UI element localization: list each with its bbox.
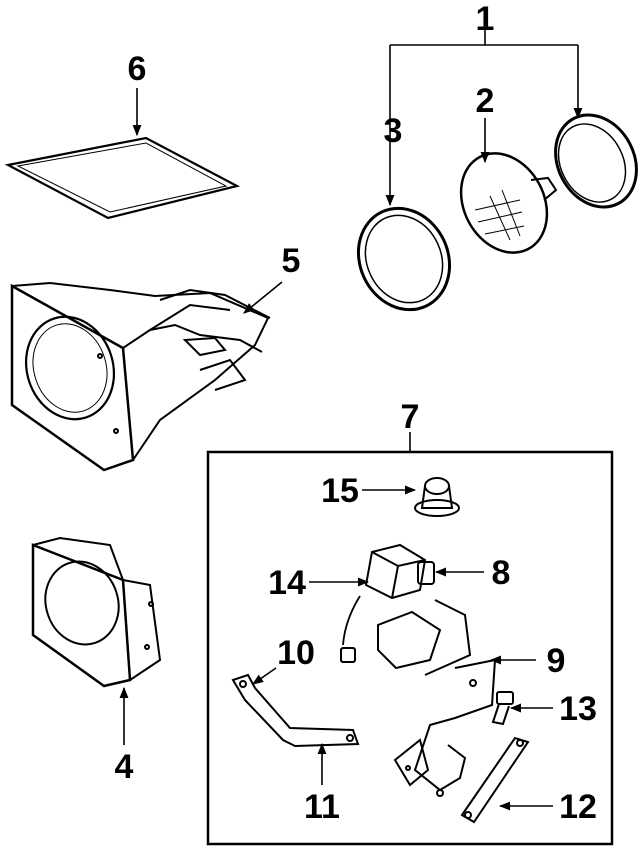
part-12-rod [460,736,530,824]
part-2-sealed-beam [459,152,558,254]
callout-2: 2 [476,82,495,120]
callout-7: 7 [401,398,420,436]
callout-labels: 1 2 3 4 5 6 7 8 9 10 11 12 13 14 15 [115,0,597,826]
part-4-bracket [31,536,162,688]
callout-12: 12 [559,788,597,826]
part-15-cap [414,477,460,517]
callout-1: 1 [476,0,495,38]
callout-8: 8 [492,554,511,592]
callout-13: 13 [559,690,597,728]
part-5-headlamp-housing [10,281,271,472]
callout-5: 5 [282,242,301,280]
callout-4: 4 [115,748,134,786]
callout-11: 11 [304,788,340,826]
callout-14: 14 [268,564,306,602]
part-6-seal-plate [4,136,241,220]
part-8-connector [417,561,435,585]
part-9-leveling-bracket [377,599,497,797]
callout-15: 15 [321,472,359,510]
part-10-adjust-link [231,673,360,748]
part-1-outer-ring [554,113,638,209]
part-14-actuator [340,543,427,663]
part-3-retaining-ring [356,206,452,312]
callout-6: 6 [128,50,147,88]
part-13-bolt [491,691,514,726]
callout-9: 9 [547,642,566,680]
callout-10: 10 [277,634,315,672]
leader-lines [119,30,583,811]
callout-3: 3 [384,112,403,150]
